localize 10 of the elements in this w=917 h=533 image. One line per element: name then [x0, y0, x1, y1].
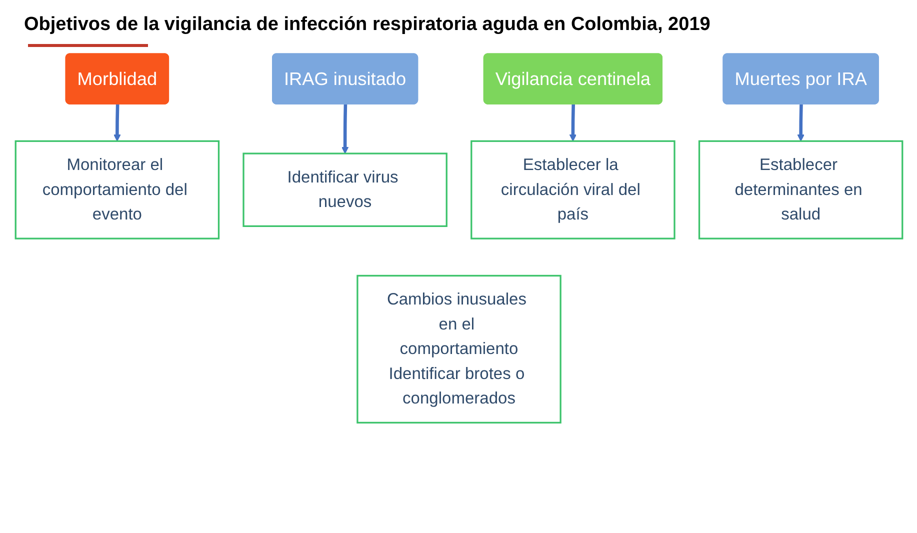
arrow	[340, 104, 348, 154]
arrow	[796, 104, 804, 142]
node-box: Identificar virus nuevos	[242, 152, 447, 227]
arrow	[568, 104, 576, 142]
arrow	[113, 104, 120, 142]
node-box: Establecer determinantes en salud	[698, 140, 903, 240]
node-box: Cambios inusuales en el comportamiento Identificar brotes o conglomerados	[356, 274, 561, 424]
node-box: Establecer la circulación viral del país	[470, 140, 675, 240]
diagram-title: Objetivos de la vigilancia de infección respiratoria aguda en Colombia, 2019	[23, 13, 712, 36]
node-box: Monitorear el comportamiento del evento	[14, 140, 220, 240]
